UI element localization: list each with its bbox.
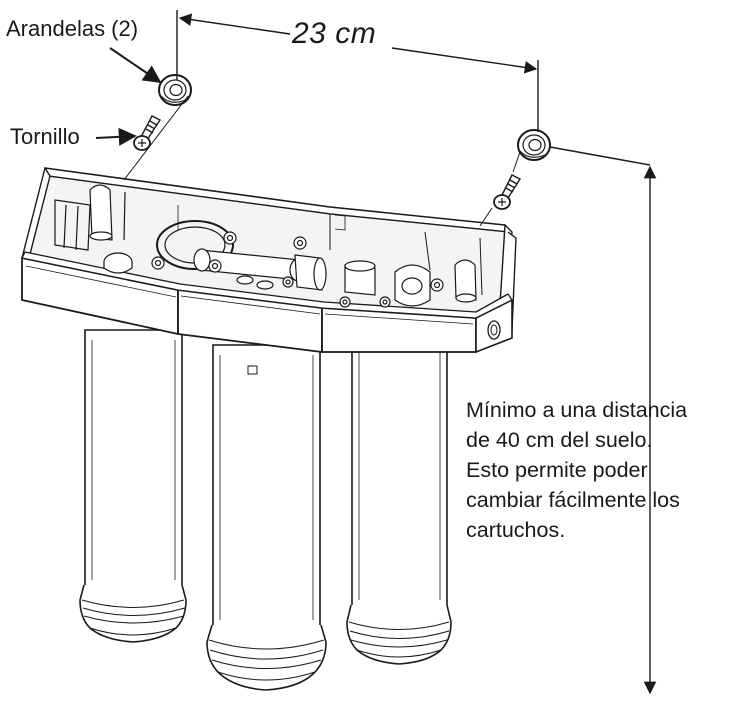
leader-arrows: [95, 47, 162, 146]
width-dimension-label: 23 cm: [292, 17, 377, 50]
note-line: cartuchos.: [466, 518, 566, 542]
mounting-guide-lines: [123, 95, 521, 227]
floor-distance-note: Mínimo a una distancia de 40 cm del suel…: [466, 395, 687, 545]
housing-internal-details: [54, 184, 483, 308]
screw-icon: [133, 115, 162, 151]
note-line: de 40 cm del suelo.: [466, 428, 653, 452]
washers-label: Arandelas (2): [6, 16, 139, 41]
filter-cartridge-left: [79, 329, 187, 643]
screw-icon: [493, 174, 522, 210]
note-line: cambiar fácilmente los: [466, 488, 680, 512]
filter-cartridge-center: [206, 344, 327, 691]
filter-cartridge-right: [346, 339, 452, 665]
note-line: Esto permite poder: [466, 458, 648, 482]
filter-head-housing: [21, 167, 517, 353]
note-line: Mínimo a una distancia: [466, 398, 688, 422]
dimension-arrow-icon: [176, 10, 657, 695]
washer-icon: [517, 129, 551, 161]
screw-label: Tornillo: [10, 124, 80, 149]
washer-icon: [158, 74, 192, 106]
